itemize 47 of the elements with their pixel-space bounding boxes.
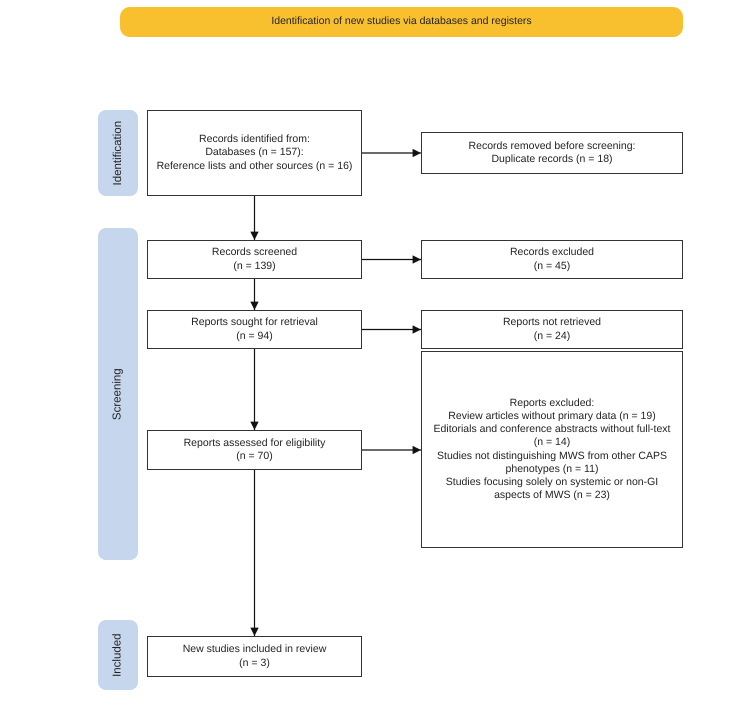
box-text: Studies focusing solely on systemic or non-GI aspects of MWS (n = 23) [444, 476, 660, 502]
process-box [421, 351, 683, 548]
box-text: (n = 3) [239, 656, 270, 670]
box-text: Reports not retrieved [502, 316, 602, 330]
box-text: Reference lists and other sources (n = 16) [156, 160, 352, 173]
process-box [147, 110, 362, 196]
band-label: Identification [110, 120, 125, 186]
section-banner [120, 7, 683, 37]
box-text: Reports assessed for eligibility [184, 436, 326, 450]
process-box [147, 240, 362, 279]
process-box [147, 636, 362, 677]
arrow [362, 446, 421, 454]
box-text: New studies included in review [182, 643, 326, 656]
box-text: Reports excluded: [510, 397, 594, 410]
arrow [250, 279, 259, 310]
box-text: (n = 24) [534, 330, 570, 343]
box-text: Reports sought for retrieval [191, 316, 318, 330]
arrow [250, 470, 259, 636]
box-text: (n = 94) [236, 330, 273, 343]
box-text: (n = 45) [534, 260, 570, 273]
process-box [147, 430, 362, 470]
box-text: (n = 139) [233, 260, 276, 273]
process-box [421, 132, 683, 174]
phase-band [98, 110, 138, 196]
phase-band [98, 228, 138, 560]
box-text: Duplicate records (n = 18) [491, 153, 613, 166]
box-text: (n = 70) [236, 450, 273, 464]
box-text: Records identified from: [199, 133, 310, 146]
phase-band [98, 620, 138, 690]
process-box [421, 240, 683, 279]
arrow [250, 349, 259, 430]
box-text: Records excluded [510, 246, 594, 260]
arrow [250, 196, 259, 240]
box-text: Records removed before screening: [468, 140, 636, 153]
box-text: Review articles without primary data (n = 19) [448, 410, 656, 424]
process-box [421, 310, 683, 349]
band-label: Included [110, 633, 125, 677]
box-text: Editorials and conference abstracts without full-text (n = 14) [432, 423, 672, 450]
arrow [362, 325, 421, 334]
banner-title: Identification of new studies via databases and registers [271, 15, 532, 29]
band-label: Screening [110, 368, 125, 420]
box-text: Databases (n = 157): [205, 146, 304, 160]
arrow [362, 255, 421, 264]
box-text: Records screened [212, 246, 298, 260]
arrow [362, 148, 421, 158]
process-box [147, 310, 362, 349]
box-text: Studies not distinguishing MWS from other CAPS phenotypes (n = 11) [436, 450, 668, 476]
